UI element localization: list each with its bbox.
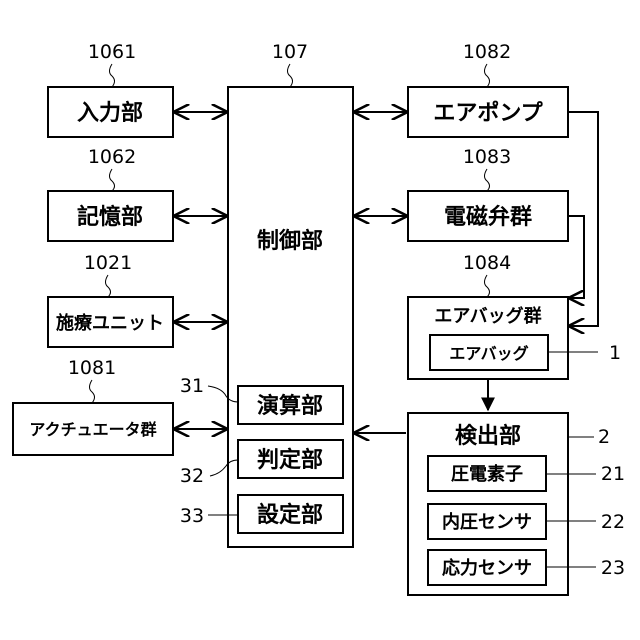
air-pump-ref: 1082 [463, 41, 511, 63]
pressure-sensor-ref: 22 [601, 511, 625, 533]
input-ref: 1061 [88, 41, 136, 63]
valves-label: 電磁弁群 [444, 204, 532, 230]
input-leader [110, 64, 115, 87]
piezo-label: 圧電素子 [451, 464, 523, 485]
arrow-valves-airbag [568, 216, 584, 298]
control-leader [288, 64, 293, 87]
memory-label: 記憶部 [77, 204, 143, 230]
control-label: 制御部 [257, 228, 323, 254]
treatment-ref: 1021 [84, 252, 132, 274]
air-pump-leader [485, 64, 490, 87]
judge-ref: 32 [180, 465, 204, 487]
stress-sensor-label: 応力センサ [442, 557, 532, 579]
compute-ref: 31 [180, 375, 204, 397]
stress-sensor-ref: 23 [601, 557, 625, 579]
valves-ref: 1083 [463, 146, 511, 168]
judge-label: 判定部 [257, 447, 323, 473]
actuators-leader [90, 380, 95, 403]
piezo-ref: 21 [601, 463, 625, 485]
treatment-label: 施療ユニット [56, 312, 164, 334]
setting-ref: 33 [180, 505, 204, 527]
compute-label: 演算部 [257, 393, 323, 419]
airbag-group-label: エアバッグ群 [434, 305, 541, 327]
valves-leader [485, 169, 490, 191]
airbag-group-ref: 1084 [463, 252, 511, 274]
pressure-sensor-label: 内圧センサ [442, 511, 532, 533]
setting-label: 設定部 [257, 502, 323, 528]
detector-label: 検出部 [455, 423, 521, 449]
airbag-ref: 1 [609, 342, 621, 364]
control-ref: 107 [272, 41, 308, 63]
air-pump-label: エアポンプ [433, 100, 543, 126]
airbag-label: エアバッグ [449, 344, 528, 363]
treatment-leader [106, 275, 111, 297]
actuators-label: アクチュエータ群 [29, 420, 156, 439]
airbag-group-leader [485, 275, 490, 297]
memory-leader [110, 169, 115, 191]
memory-ref: 1062 [88, 146, 136, 168]
actuators-ref: 1081 [68, 357, 116, 379]
input-label: 入力部 [77, 100, 143, 126]
detector-ref: 2 [598, 426, 610, 448]
